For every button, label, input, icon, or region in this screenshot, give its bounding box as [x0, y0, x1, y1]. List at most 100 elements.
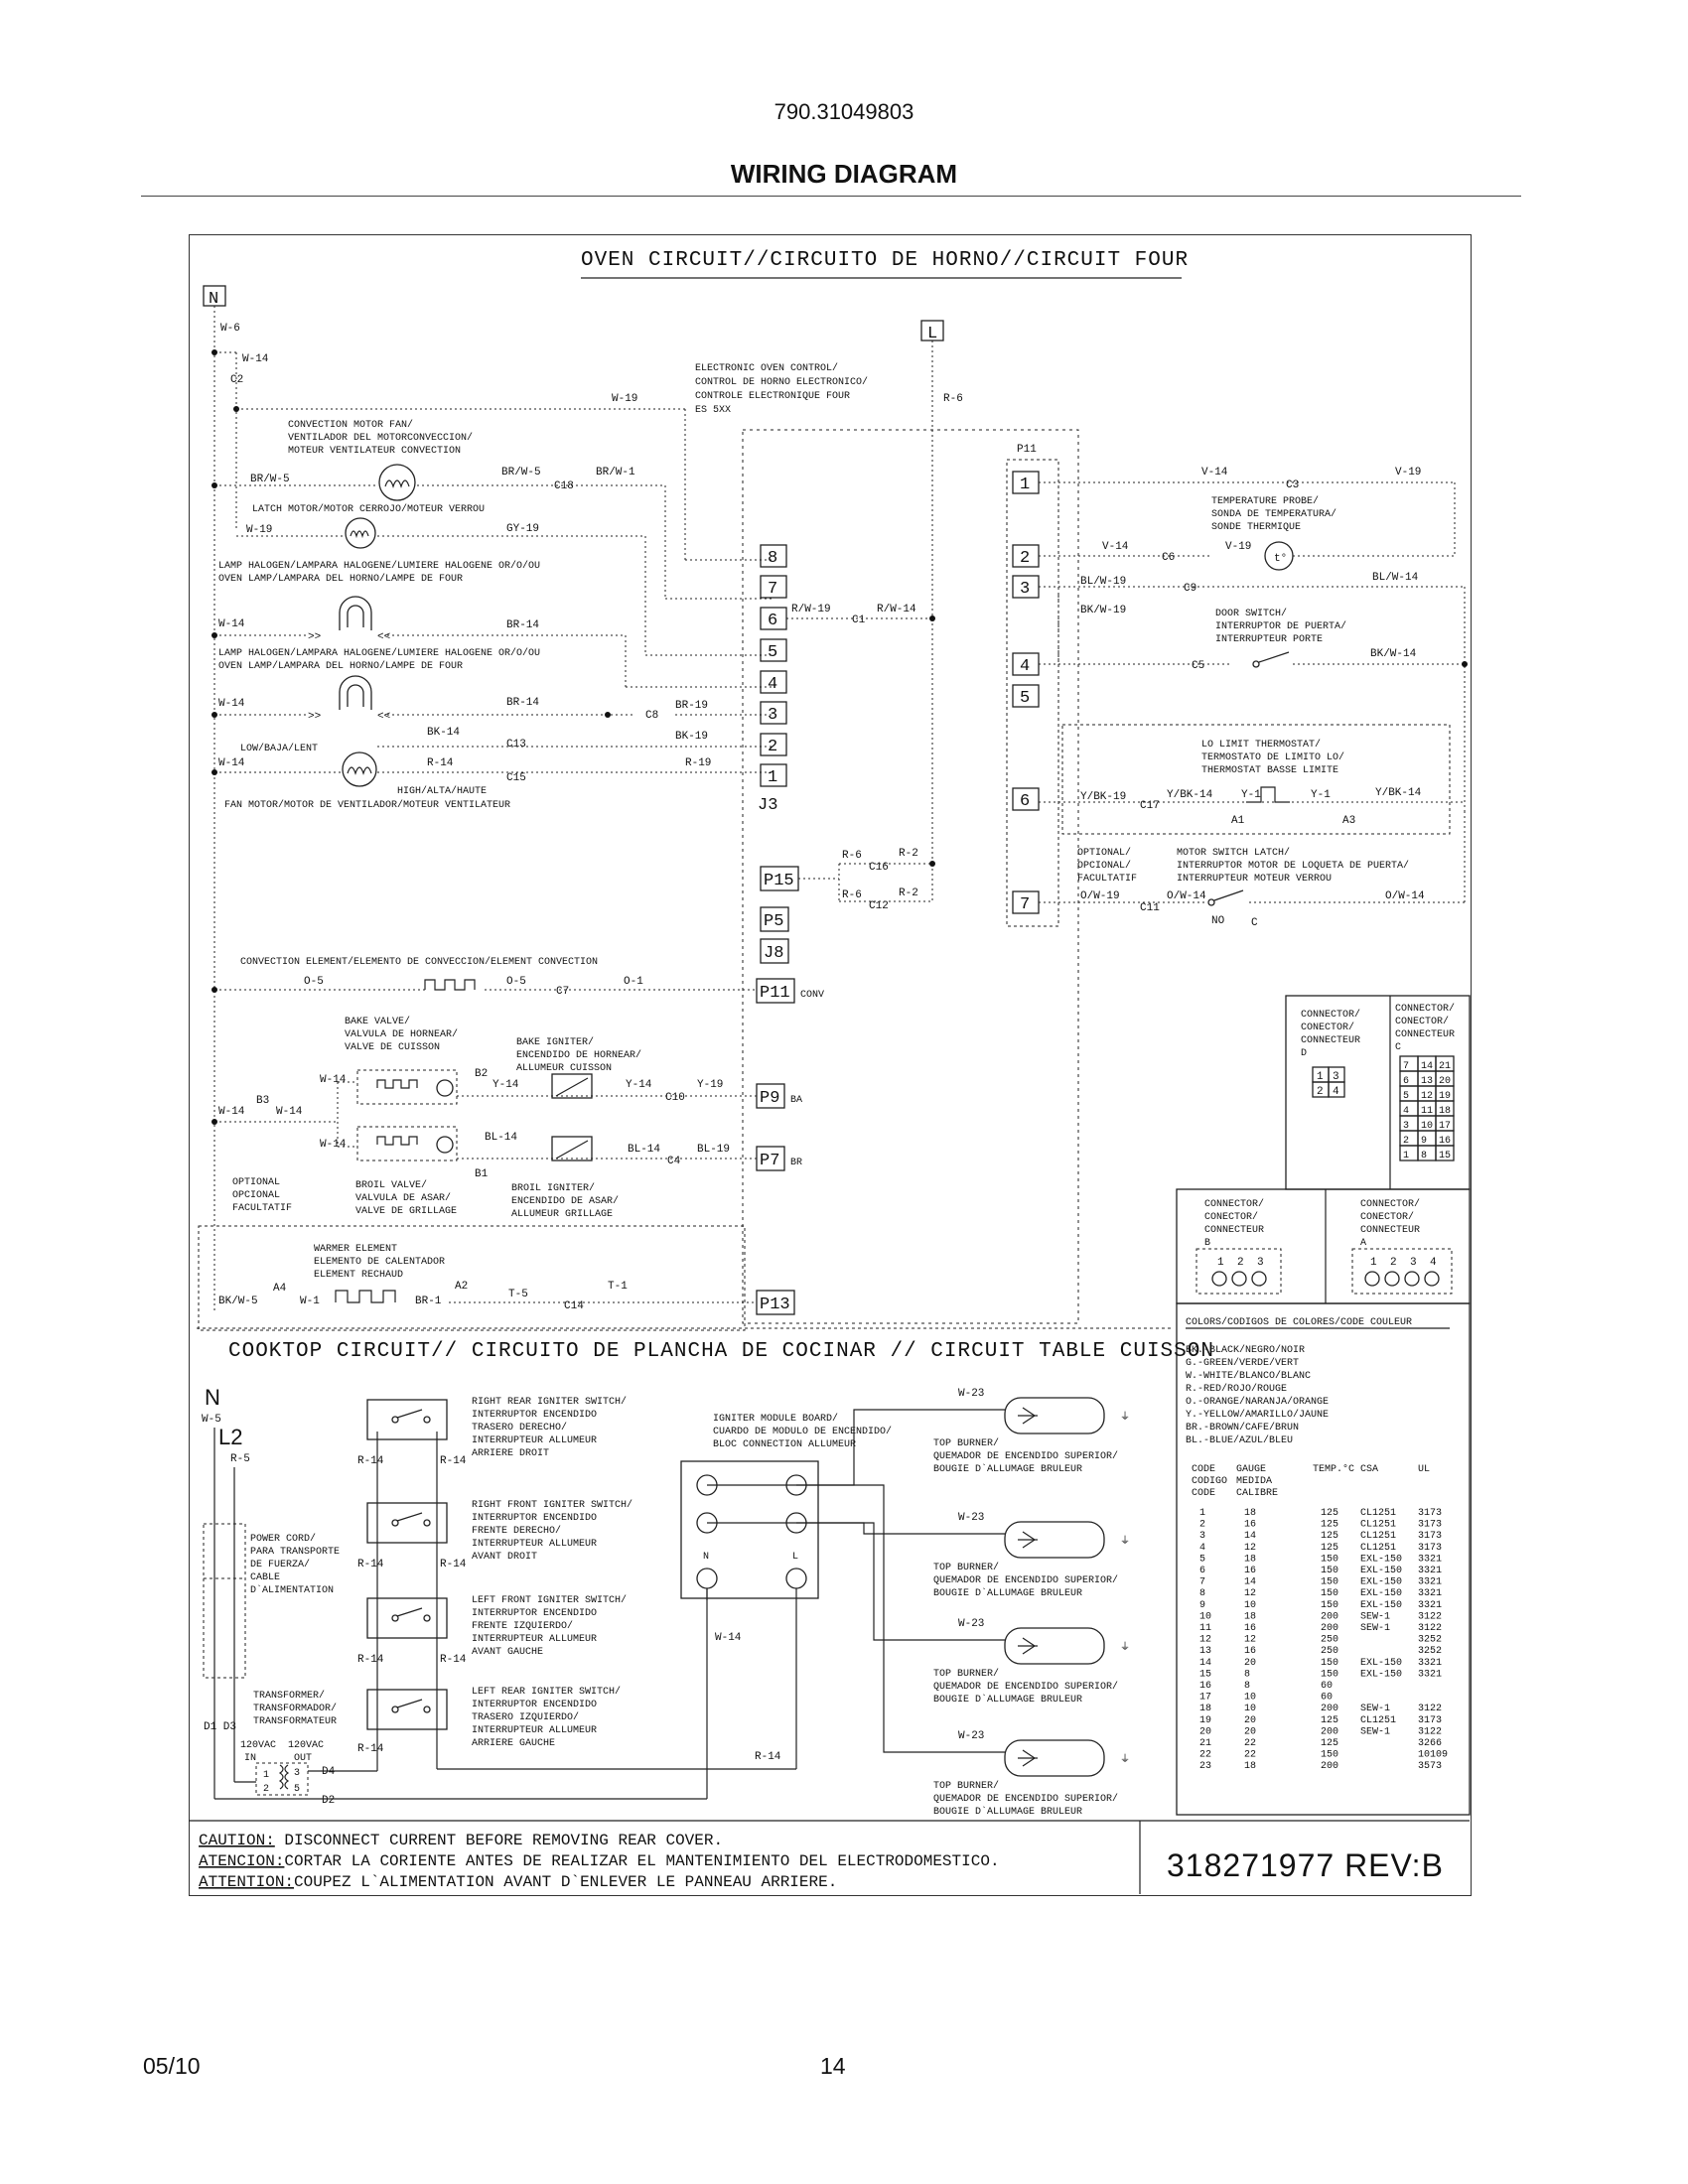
connector-cell [1435, 1145, 1455, 1161]
wire-label: BR/W-1 [596, 467, 635, 478]
optional-label: FACULTATIF [232, 1203, 292, 1214]
igniter-switch-2 [366, 1502, 448, 1544]
gauge-cell: 21 [1199, 1738, 1211, 1749]
j3-pin: 7 [768, 580, 777, 599]
ground-icon: ⏚ [1120, 1753, 1130, 1766]
p11-pin: 2 [1020, 549, 1030, 568]
wire-label: R-14 [427, 757, 454, 769]
connector-pin: 1 [1403, 1151, 1409, 1161]
gauge-cell: 3 [1199, 1531, 1205, 1542]
atencion-key: ATENCION: [199, 1852, 284, 1870]
wire-label: W-19 [612, 393, 637, 405]
connector-pin: 8 [1421, 1151, 1427, 1161]
gauge-cell: 16 [1199, 1681, 1211, 1692]
switch-label: INTERRUPTEUR ALLUMEUR [472, 1435, 597, 1446]
gauge-cell: 13 [1199, 1646, 1211, 1657]
module-terminal: L [792, 1552, 798, 1563]
gauge-cell: EXL-150 [1360, 1566, 1402, 1576]
j8-label: J8 [764, 944, 783, 963]
burner-label: TOP BURNER/ [933, 1668, 999, 1680]
wire-label: R-14 [357, 1743, 384, 1755]
wire-label: O/W-14 [1167, 890, 1206, 902]
p11-pin: 7 [1020, 895, 1030, 914]
connector-label: B2 [475, 1068, 488, 1080]
connector-b-label: CONNECTEUR [1204, 1225, 1264, 1236]
wire-label: W-14 [218, 1106, 245, 1118]
wire-label: R/W-14 [877, 604, 916, 615]
wire-label: W-14 [242, 353, 269, 365]
gauge-cell: 150 [1321, 1658, 1338, 1669]
gauge-cell: 3252 [1418, 1646, 1442, 1657]
gauge-cell: 14 [1244, 1531, 1256, 1542]
component-label: BAKE IGNITER/ [516, 1036, 594, 1048]
top-burner-1 [1004, 1397, 1105, 1434]
switch-contact [391, 1706, 399, 1713]
component-label: BLOC CONNECTION ALLUMEUR [713, 1439, 856, 1450]
wire-label: W-14 [320, 1074, 347, 1086]
gauge-cell: 8 [1244, 1681, 1250, 1692]
p11-pin: 6 [1020, 792, 1030, 811]
component-label: INTERRUPTEUR MOTEUR VERROU [1177, 874, 1332, 885]
gauge-cell: 60 [1321, 1693, 1333, 1704]
ground-icon: ⏚ [1120, 1641, 1130, 1654]
connector-pin: 2 [1237, 1257, 1244, 1269]
terminal-label: 2 [263, 1784, 269, 1795]
port-name: BA [790, 1095, 802, 1106]
burner-electrode [1022, 1531, 1037, 1549]
wire-label: V-14 [1201, 467, 1228, 478]
component-label: OUT [294, 1753, 312, 1764]
burner-label: QUEMADOR DE ENCENDIDO SUPERIOR/ [933, 1793, 1118, 1805]
gauge-cell: 14 [1244, 1577, 1256, 1588]
attention-text: COUPEZ L`ALIMENTATION AVANT D`ENLEVER LE… [294, 1873, 837, 1891]
component-label: OVEN LAMP/LAMPARA DEL HORNO/LAMPE DE FOU… [218, 573, 463, 585]
component-label: VALVULA DE ASAR/ [355, 1192, 451, 1204]
caution-text: DISCONNECT CURRENT BEFORE REMOVING REAR … [275, 1832, 723, 1849]
gauge-cell: 18 [1199, 1704, 1211, 1714]
component-label: D`ALIMENTATION [250, 1583, 334, 1596]
gauge-header: CODE [1192, 1488, 1215, 1499]
gauge-cell: 18 [1244, 1761, 1256, 1772]
svg-text:CAUTION: DISCONNECT CURRENT BE: CAUTION: DISCONNECT CURRENT BEFORE REMOV… [199, 1832, 723, 1849]
gauge-cell: 14 [1199, 1658, 1211, 1669]
connector-label: B1 [475, 1168, 489, 1180]
connector-label: C10 [665, 1092, 685, 1104]
gauge-cell: 12 [1244, 1635, 1256, 1646]
gauge-cell: SEW-1 [1360, 1726, 1390, 1737]
gauge-cell: 200 [1321, 1611, 1338, 1622]
wire-label: R-14 [440, 1654, 467, 1666]
caution-key: CAUTION: [199, 1832, 275, 1849]
connector-label: C14 [564, 1300, 584, 1312]
wire-label: BK-14 [427, 727, 460, 739]
component-label: INTERRUPTEUR PORTE [1215, 634, 1323, 645]
connector-pin: 2 [1317, 1086, 1324, 1098]
color-code-legend: COLORS/CODIGOS DE COLORES/CODE COULEUR B… [1176, 1302, 1471, 1816]
wire-label: T-1 [608, 1281, 628, 1293]
gauge-cell: 200 [1321, 1761, 1338, 1772]
connector-c-label: CONNECTEUR [1395, 1029, 1455, 1040]
igniter-switch-4 [366, 1689, 448, 1730]
connector-label: C2 [230, 374, 243, 386]
p5-label: P5 [764, 912, 783, 931]
top-burner-2 [1004, 1521, 1105, 1559]
burner-electrode [1022, 1407, 1037, 1425]
component-label: INTERRUPTOR DE PUERTA/ [1215, 620, 1346, 632]
burner-label: BOUGIE D`ALLUMAGE BRULEUR [933, 1805, 1082, 1818]
gauge-cell: 20 [1244, 1715, 1256, 1726]
svg-text:<<: << [377, 711, 390, 723]
component-label: VALVULA DE HORNEAR/ [345, 1028, 458, 1040]
connector-label: C6 [1162, 552, 1175, 564]
motor-latch-switch [1207, 898, 1215, 906]
gauge-cell: 125 [1321, 1543, 1338, 1554]
connector-pin: 16 [1439, 1136, 1451, 1147]
burner-electrode [1022, 1637, 1037, 1655]
wire-label: R-14 [357, 1455, 384, 1467]
gauge-cell: 15 [1199, 1669, 1211, 1680]
gauge-cell: 3321 [1418, 1669, 1442, 1680]
p11-connector [1006, 459, 1059, 927]
burner-label: BOUGIE D`ALLUMAGE BRULEUR [933, 1693, 1082, 1706]
wire-label: W-23 [958, 1730, 984, 1742]
model-number: 790.31049803 [774, 99, 914, 124]
connector-label: A2 [455, 1281, 468, 1293]
wire-label: R-6 [842, 889, 862, 901]
